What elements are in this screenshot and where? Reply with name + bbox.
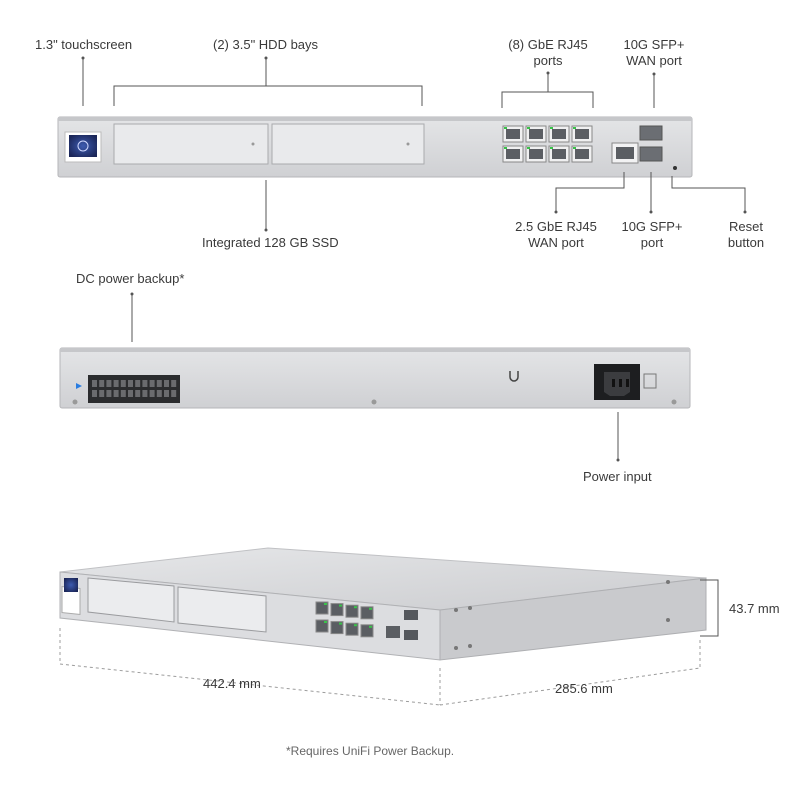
dc-power-label: DC power backup* [76, 271, 185, 286]
reset-button-label: Reset button [716, 219, 776, 251]
footnote: *Requires UniFi Power Backup. [286, 744, 455, 758]
hdd-bays-label: (2) 3.5" HDD bays [213, 37, 319, 52]
sfp-wan-label: 10G SFP+ WAN port [614, 37, 694, 69]
sfp-port-label: 10G SFP+ port [614, 219, 690, 251]
gbe-ports-label: (8) GbE RJ45 ports [503, 37, 593, 69]
rj45-wan-label-line1: 2.5 GbE RJ45 [515, 219, 597, 234]
depth-dimension-label: 285.6 mm [555, 681, 613, 696]
touchscreen [64, 131, 102, 163]
power-input-label: Power input [583, 469, 652, 484]
reset-label-line1: Reset [729, 219, 763, 234]
height-dimension-label: 43.7 mm [729, 601, 780, 616]
sfp-wan-label-line2: WAN port [626, 53, 682, 68]
sfp-port-label-line1: 10G SFP+ [621, 219, 683, 234]
sfp-port-label-line2: port [640, 235, 664, 250]
ubiquiti-logo-icon [509, 371, 519, 382]
perspective-view [59, 547, 707, 661]
ac-power-inlet [594, 364, 657, 400]
rj45-wan-port [611, 142, 639, 164]
ssd-label: Integrated 128 GB SSD [202, 235, 339, 250]
callout-lines [59, 58, 746, 706]
gbe-rj45-ports [502, 125, 593, 163]
rj45-wan-label-line2: WAN port [528, 235, 584, 250]
perspective-ports [315, 601, 374, 638]
sfp-wan-label-line1: 10G SFP+ [623, 37, 685, 52]
gbe-ports-label-line2: ports [533, 53, 563, 68]
width-dimension-label: 442.4 mm [203, 676, 261, 691]
front-view [57, 116, 693, 178]
dc-power-connector [88, 375, 180, 403]
rj45-wan-label: 2.5 GbE RJ45 WAN port [506, 219, 606, 251]
sfp-ports [639, 125, 663, 162]
gbe-ports-label-line1: (8) GbE RJ45 [508, 37, 588, 52]
reset-button [673, 166, 677, 170]
hdd-bays [113, 123, 425, 165]
touchscreen-label: 1.3" touchscreen [35, 37, 133, 52]
reset-label-line2: button [727, 235, 765, 250]
back-view [59, 347, 691, 409]
